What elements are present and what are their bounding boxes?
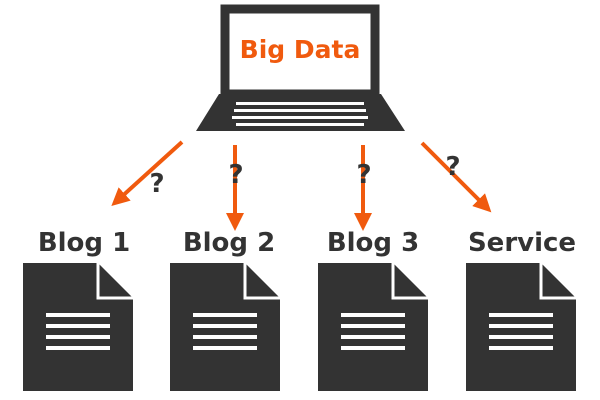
arrow-3-question-mark: ? — [356, 160, 371, 190]
laptop-screen-text: Big Data — [240, 35, 361, 64]
arrow-1-question-mark: ? — [149, 169, 164, 199]
arrow-4-question-mark: ? — [445, 152, 460, 182]
blog-1-label: Blog 1 — [38, 228, 130, 258]
document-icon — [170, 263, 280, 391]
keyboard-line-2 — [234, 109, 366, 112]
arrow-to-service — [420, 141, 492, 213]
blog-3-label: Blog 3 — [327, 228, 419, 258]
keyboard-line-1 — [236, 102, 364, 105]
laptop-icon: Big Data — [196, 4, 405, 131]
keyboard-line-3 — [232, 116, 368, 119]
document-icon — [318, 263, 428, 391]
document-icon — [466, 263, 576, 391]
arrow-2-question-mark: ? — [228, 160, 243, 190]
service-label: Service — [468, 228, 576, 258]
arrows: ? ? ? ? — [111, 140, 492, 231]
document-icon — [23, 263, 133, 391]
blog-2-label: Blog 2 — [183, 228, 275, 258]
arrow-to-blog-1 — [111, 140, 184, 207]
keyboard-line-4 — [236, 123, 364, 126]
